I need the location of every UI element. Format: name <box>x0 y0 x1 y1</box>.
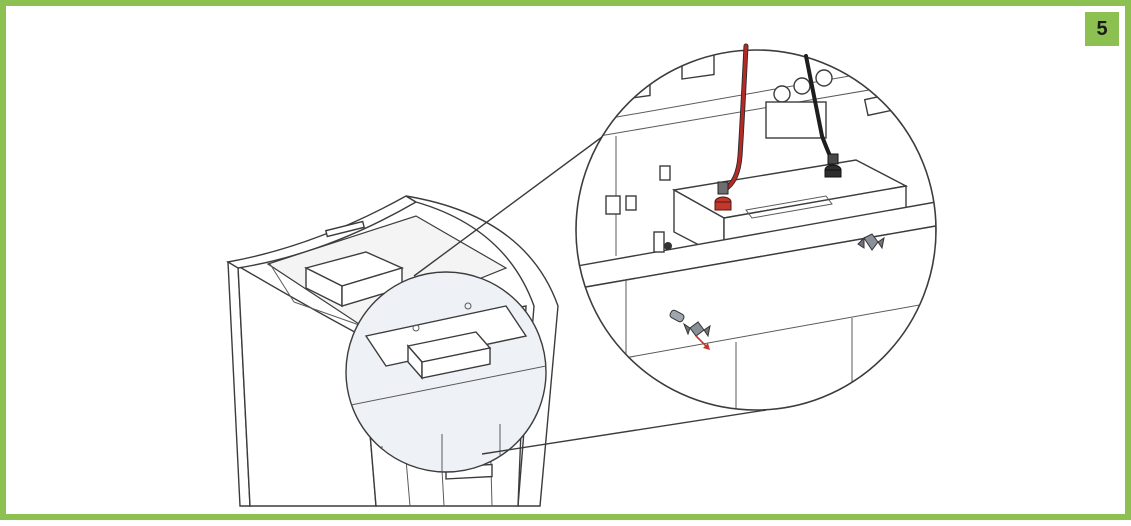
bolt-and-wing-nut <box>669 309 711 338</box>
red-cable <box>722 44 748 192</box>
positive-terminal <box>714 181 732 211</box>
step-number-badge: 5 <box>1085 12 1119 46</box>
callout-line-top <box>413 133 607 277</box>
top-bracket <box>324 220 366 238</box>
negative-terminal <box>824 153 842 178</box>
step-number: 5 <box>1096 17 1108 40</box>
direction-arrow <box>695 335 710 350</box>
rail-line <box>269 263 295 303</box>
cabinet-right-curve <box>405 195 559 507</box>
callout-line-bottom <box>481 409 767 455</box>
detail-source-circle <box>345 271 547 473</box>
wing-nut-installed <box>857 233 885 251</box>
mounting-ledge <box>576 201 936 289</box>
rail-line <box>293 301 363 327</box>
magnifier-outline <box>575 49 937 411</box>
magnified-detail <box>575 43 937 411</box>
installation-diagram <box>226 43 937 507</box>
